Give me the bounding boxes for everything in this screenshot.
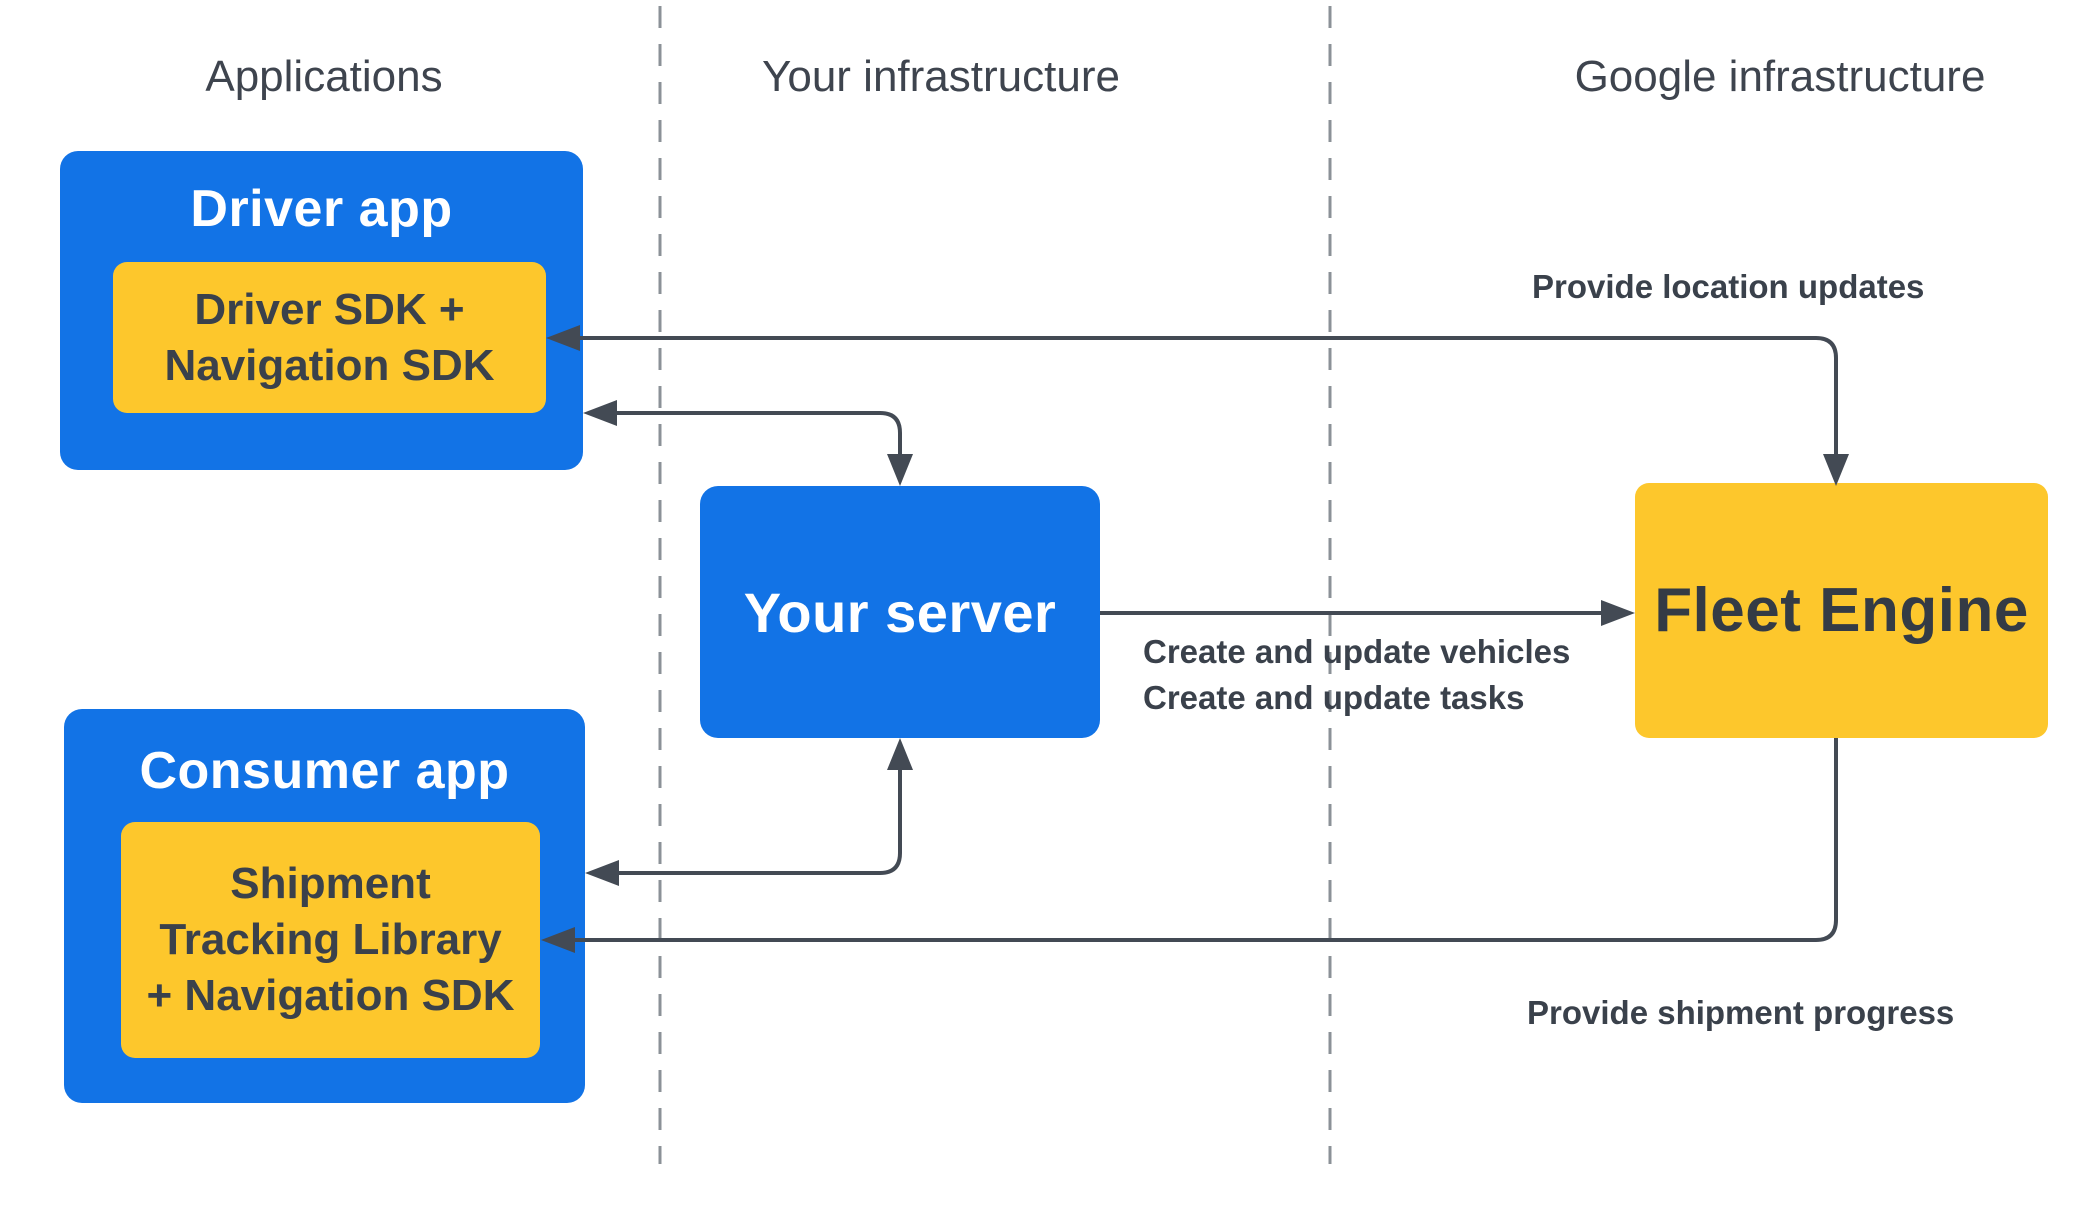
- column-header-google-infrastructure: Google infrastructure: [1574, 52, 1986, 101]
- arrowhead-into-fleet-engine-top: [1823, 454, 1849, 486]
- edge-create-update: [1100, 600, 1635, 626]
- edge-driver-app-server: [583, 400, 913, 486]
- column-header-your-infrastructure: Your infrastructure: [762, 52, 1120, 101]
- fleet-engine-box: Fleet Engine: [1635, 483, 2048, 738]
- driver-sdk-label-line1: Driver SDK +: [194, 284, 465, 334]
- consumer-app-title: Consumer app: [139, 742, 510, 800]
- column-header-applications: Applications: [205, 52, 443, 101]
- shipment-label-line2: Tracking Library: [159, 915, 502, 964]
- arrowhead-into-your-server-bottom: [887, 738, 913, 770]
- shipment-label-line1: Shipment: [230, 859, 431, 908]
- edge-consumer-app-server: [585, 738, 913, 886]
- driver-app-title: Driver app: [190, 180, 453, 238]
- your-server-title: Your server: [743, 580, 1057, 644]
- edge-label-create-and-update: Create and update vehicles Create and up…: [1143, 629, 1570, 721]
- shipment-tracking-library-box: Shipment Tracking Library + Navigation S…: [121, 822, 540, 1058]
- edge-location-updates: [546, 325, 1849, 486]
- your-server-box: Your server: [700, 486, 1100, 738]
- shipment-tracking-library-label: Shipment Tracking Library + Navigation S…: [121, 822, 540, 1058]
- edge-label-provide-location-updates: Provide location updates: [1532, 268, 1925, 305]
- edge-shipment-progress: [541, 738, 1838, 953]
- driver-app-box: Driver app Driver SDK + Navigation SDK: [60, 151, 583, 470]
- arrowhead-into-consumer-app: [585, 860, 619, 886]
- driver-sdk-label: Driver SDK + Navigation SDK: [113, 262, 546, 413]
- fleet-engine-title: Fleet Engine: [1654, 576, 2029, 645]
- shipment-label-line3: + Navigation SDK: [146, 971, 515, 1020]
- arrowhead-into-driver-app: [583, 400, 617, 426]
- edge-label-create-vehicles: Create and update vehicles: [1143, 633, 1571, 670]
- edge-label-provide-shipment-progress: Provide shipment progress: [1527, 994, 1955, 1031]
- arrowhead-into-your-server-top: [887, 454, 913, 486]
- consumer-app-box: Consumer app Shipment Tracking Library +…: [64, 709, 585, 1103]
- driver-sdk-label-line2: Navigation SDK: [164, 340, 495, 390]
- edge-label-create-tasks: Create and update tasks: [1143, 679, 1525, 716]
- driver-sdk-box: Driver SDK + Navigation SDK: [113, 262, 546, 413]
- arrowhead-into-fleet-engine-left: [1601, 600, 1635, 626]
